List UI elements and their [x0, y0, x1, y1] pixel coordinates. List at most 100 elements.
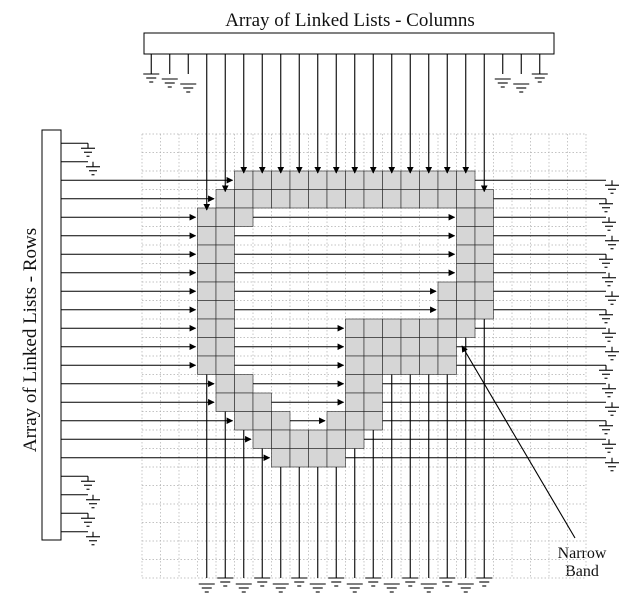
band-cell: [474, 226, 494, 246]
band-cell: [234, 411, 254, 431]
band-cell: [271, 170, 291, 190]
band-cell: [363, 318, 383, 338]
band-cell: [271, 429, 291, 449]
band-cell: [363, 337, 383, 357]
band-cell: [474, 263, 494, 283]
band-cell: [345, 337, 365, 357]
band-cell: [215, 355, 235, 375]
rows-title: Array of Linked Lists - Rows: [20, 228, 41, 452]
band-cell: [197, 355, 217, 375]
band-cell: [197, 318, 217, 338]
band-cell: [456, 244, 476, 264]
band-cell: [197, 263, 217, 283]
band-cell: [437, 355, 457, 375]
band-cell: [400, 318, 420, 338]
band-cell: [400, 170, 420, 190]
band-cell: [345, 189, 365, 209]
band-cell: [215, 392, 235, 412]
band-cell: [197, 337, 217, 357]
band-cell: [252, 170, 272, 190]
columns-array-box: [143, 32, 555, 55]
band-cell: [474, 281, 494, 301]
band-cell: [456, 281, 476, 301]
band-cell: [289, 170, 309, 190]
band-cell: [419, 318, 439, 338]
band-cell: [215, 318, 235, 338]
array-boxes: [41, 32, 555, 541]
band-cell: [400, 189, 420, 209]
band-cell: [252, 411, 272, 431]
band-cell: [215, 189, 235, 209]
band-cell: [252, 189, 272, 209]
band-cell: [234, 374, 254, 394]
band-cell: [215, 281, 235, 301]
band-cell: [456, 318, 476, 338]
band-cell: [234, 170, 254, 190]
band-cell: [326, 429, 346, 449]
band-cell: [345, 411, 365, 431]
band-cell: [474, 207, 494, 227]
band-cell: [215, 226, 235, 246]
band-cell: [456, 189, 476, 209]
band-cell: [456, 170, 476, 190]
band-cell: [326, 411, 346, 431]
band-cell: [326, 448, 346, 468]
band-cell: [474, 189, 494, 209]
band-cell: [437, 318, 457, 338]
band-cell: [363, 170, 383, 190]
band-cell: [215, 207, 235, 227]
band-cell: [271, 189, 291, 209]
band-cell: [215, 337, 235, 357]
band-cell: [419, 355, 439, 375]
band-cell: [474, 244, 494, 264]
band-cell: [382, 355, 402, 375]
band-cell: [437, 189, 457, 209]
band-cell: [197, 300, 217, 320]
row-pointer-lines: [61, 142, 606, 533]
band-cell: [345, 355, 365, 375]
band-cell: [234, 207, 254, 227]
band-cell: [437, 300, 457, 320]
rows-array-box: [41, 129, 62, 541]
band-cell: [456, 226, 476, 246]
band-cell: [215, 263, 235, 283]
band-cell: [308, 170, 328, 190]
band-cell: [345, 392, 365, 412]
band-cell: [419, 189, 439, 209]
narrow-band-cells: [197, 170, 494, 468]
narrow-band-label-line1: Narrow: [558, 545, 607, 562]
band-cell: [308, 189, 328, 209]
band-cell: [345, 374, 365, 394]
narrow-band-label-line2: Band: [565, 563, 599, 580]
band-cell: [474, 300, 494, 320]
band-cell: [271, 448, 291, 468]
band-cell: [289, 429, 309, 449]
band-cell: [382, 189, 402, 209]
band-cell: [308, 448, 328, 468]
band-cell: [326, 189, 346, 209]
band-cell: [363, 355, 383, 375]
band-cell: [289, 189, 309, 209]
band-cell: [363, 189, 383, 209]
band-cell: [308, 429, 328, 449]
band-cell: [252, 429, 272, 449]
band-cell: [345, 170, 365, 190]
band-cell: [197, 281, 217, 301]
band-cell: [215, 374, 235, 394]
band-cell: [234, 189, 254, 209]
band-cell: [456, 300, 476, 320]
band-cell: [437, 337, 457, 357]
band-cell: [382, 318, 402, 338]
band-cell: [326, 170, 346, 190]
band-cell: [234, 392, 254, 412]
band-cell: [382, 337, 402, 357]
band-cell: [363, 411, 383, 431]
band-cell: [271, 411, 291, 431]
band-cell: [419, 337, 439, 357]
band-cell: [197, 226, 217, 246]
columns-title: Array of Linked Lists - Columns: [225, 10, 475, 31]
band-cell: [456, 263, 476, 283]
band-cell: [289, 448, 309, 468]
band-cell: [419, 170, 439, 190]
